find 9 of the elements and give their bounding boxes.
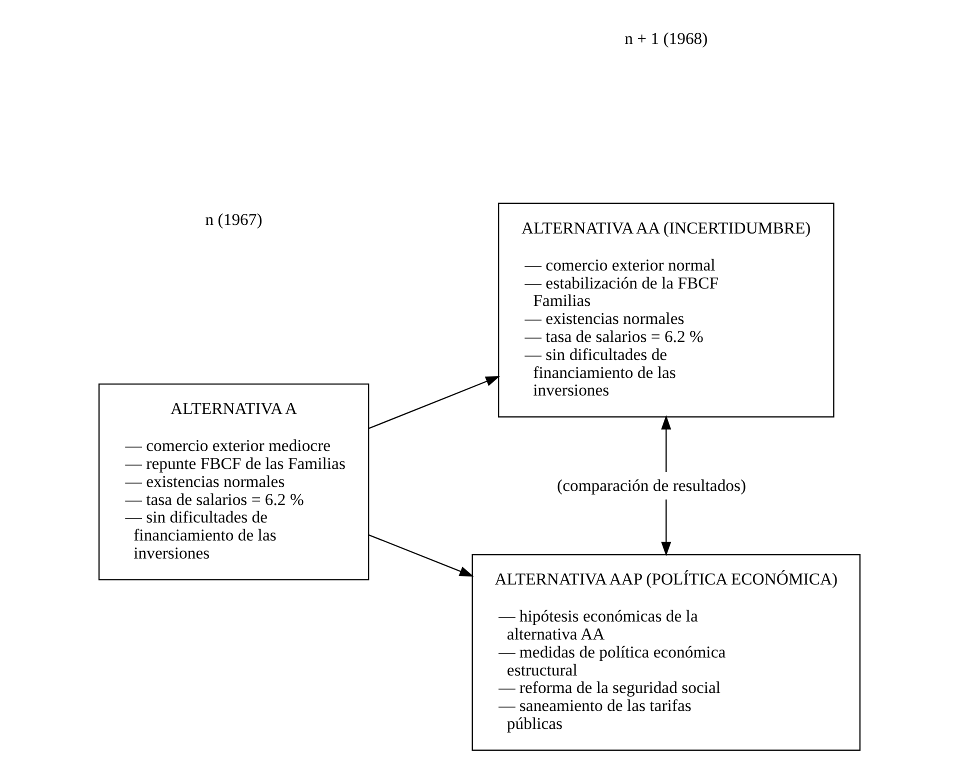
node-box: ALTERNATIVA AAP (POLÍTICA ECONÓMICA) — hipótesis económicas de la alternativa AA — medidas de política económica estructural — reforma de la seguridad social — saneamiento de las tarifas públicas [472,554,861,750]
edge-label: (comparación de resultados) [557,475,746,494]
label: n + 1 (1968) [624,28,708,48]
node-box: ALTERNATIVA AA (INCERTIDUMBRE) — comercio exterior normal — estabilización de la FBCF Familias — existencias normales — tasa de salarios = 6.2 % — sin dificultades de financiamiento de las inversiones [498,202,834,417]
arrow [661,414,672,556]
node-box: ALTERNATIVA A — comercio exterior mediocre — repunte FBCF de las Familias — existencias normales — tasa de salarios = 6.2 % — sin dificultades de financiamiento de las inversiones [98,382,370,580]
label: n (1967) [205,210,262,229]
arrow [368,376,500,429]
arrow [368,534,474,576]
